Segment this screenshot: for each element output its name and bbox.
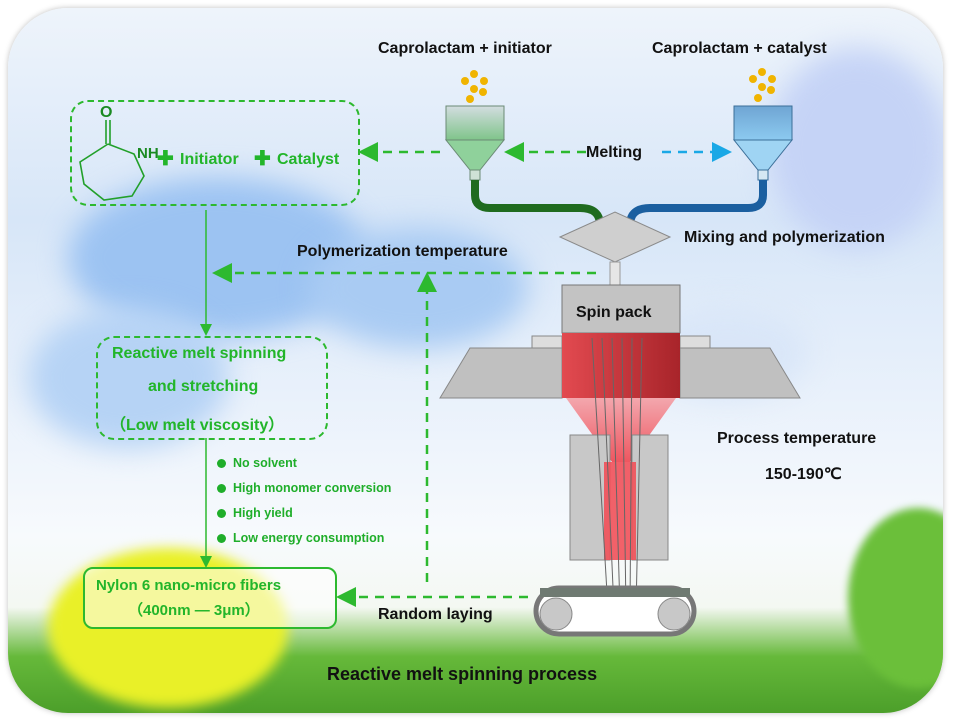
plus-icon: ✚ [254, 148, 271, 170]
cloud [768, 48, 943, 248]
spinning-line-3: （Low melt viscosity） [110, 417, 285, 434]
mixer [558, 211, 672, 263]
blue-pipe [626, 180, 767, 226]
spin-pack-label: Spin pack [576, 304, 652, 321]
product-line-1: Nylon 6 nano-micro fibers [96, 577, 282, 594]
product-line-2: （400nm — 3μm） [128, 602, 260, 619]
initiator-label: Initiator [180, 151, 239, 168]
conveyor-belt [533, 585, 697, 637]
advantage-item: High monomer conversion [217, 481, 391, 495]
green-pipe [471, 180, 604, 226]
granules-right [749, 68, 776, 102]
right-wing [679, 347, 801, 399]
right-hopper [732, 105, 794, 181]
advantage-item: No solvent [217, 456, 297, 470]
left-hopper-label: Caprolactam + initiator [378, 40, 552, 57]
oxygen-atom: O [100, 104, 113, 121]
product-box [83, 567, 337, 629]
spinning-line-2: and stretching [148, 378, 259, 395]
diagram-title: Reactive melt spinning process [327, 664, 598, 684]
caprolactam-structure [79, 120, 145, 201]
right-hopper-label: Caprolactam + catalyst [652, 40, 827, 57]
fibers [591, 337, 643, 611]
granules-left [461, 70, 488, 103]
plus-icon: ✚ [157, 148, 174, 170]
catalyst-label: Catalyst [277, 151, 340, 168]
melting-label: Melting [586, 144, 642, 161]
nh-group: NH [137, 145, 159, 162]
left-hopper [444, 105, 506, 181]
process-temperature-value: 150-190℃ [765, 466, 842, 483]
spinning-box [96, 336, 328, 440]
random-laying-label: Random laying [378, 606, 493, 623]
cloud [28, 308, 228, 448]
spin-pack [561, 284, 681, 334]
advantage-item: Low energy consumption [217, 531, 384, 545]
polymerization-temperature-label: Polymerization temperature [297, 243, 508, 260]
spinning-line-1: Reactive melt spinning [112, 345, 287, 362]
mixing-label: Mixing and polymerization [684, 229, 885, 246]
advantage-item: High yield [217, 506, 293, 520]
reactants-box [70, 100, 360, 206]
process-temperature-label: Process temperature [717, 430, 877, 447]
left-wing [439, 347, 563, 399]
